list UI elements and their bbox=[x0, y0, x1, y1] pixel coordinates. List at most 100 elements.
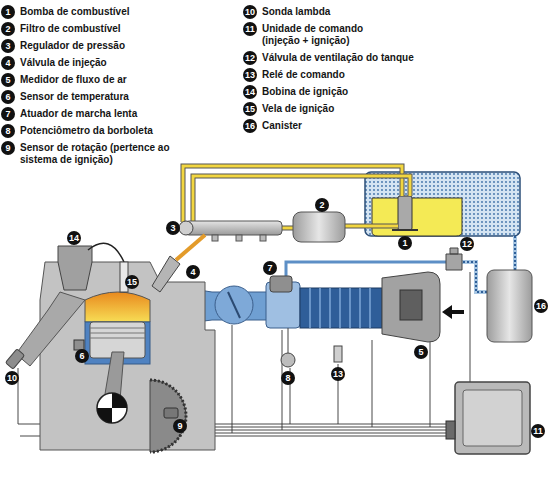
part-name: Bobina de ignição bbox=[262, 86, 348, 98]
callout-number: 5 bbox=[1, 73, 15, 87]
vent-line bbox=[462, 262, 487, 292]
crank-quadrant bbox=[97, 393, 127, 423]
vent-line bbox=[513, 236, 517, 272]
callout-number: 2 bbox=[1, 22, 15, 36]
rail-stub bbox=[260, 235, 266, 241]
callout-number: 4 bbox=[1, 56, 15, 70]
tank-vent-valve bbox=[446, 248, 462, 270]
part-name: Sonda lambda bbox=[262, 6, 330, 18]
callout-number: 1 bbox=[398, 236, 412, 250]
ignition-lead bbox=[88, 243, 124, 262]
callout-number: 1 bbox=[1, 5, 15, 19]
combustion-chamber bbox=[85, 292, 150, 322]
part-name: Vela de ignição bbox=[262, 103, 334, 115]
wire bbox=[372, 340, 373, 427]
fuel-line-outline bbox=[345, 224, 398, 229]
pressure-regulator bbox=[179, 221, 193, 235]
pot-link bbox=[288, 328, 289, 353]
callout-number: 2 bbox=[315, 198, 329, 212]
callout-number: 16 bbox=[534, 299, 548, 313]
callout-number: 4 bbox=[186, 265, 200, 279]
idle-actuator bbox=[270, 276, 292, 292]
intake-bellows bbox=[300, 288, 382, 328]
fuel-filter bbox=[293, 212, 345, 242]
wire bbox=[430, 340, 431, 427]
vent-line bbox=[514, 236, 516, 272]
flywheel-teeth bbox=[150, 380, 186, 452]
callout-number: 7 bbox=[263, 261, 277, 275]
callout-number: 9 bbox=[1, 141, 15, 155]
callout-number: 8 bbox=[281, 371, 295, 385]
callout-number: 15 bbox=[243, 102, 257, 116]
rail-stub bbox=[236, 235, 242, 241]
throttle-plate bbox=[228, 292, 240, 318]
callout-number: 14 bbox=[243, 85, 257, 99]
ecu-connector bbox=[446, 421, 455, 439]
wire bbox=[232, 325, 233, 433]
callout-number: 14 bbox=[67, 231, 81, 245]
flywheel bbox=[150, 380, 186, 452]
fuel-line-outline bbox=[282, 226, 293, 231]
rail-body bbox=[185, 221, 282, 235]
callout-number: 12 bbox=[460, 237, 474, 251]
callout-number: 7 bbox=[1, 107, 15, 121]
callout-number: 13 bbox=[331, 367, 345, 381]
callout-number: 11 bbox=[243, 22, 257, 36]
fuel-pump bbox=[398, 196, 412, 230]
canister bbox=[487, 270, 532, 342]
part-name: Atuador de marcha lenta bbox=[20, 108, 137, 120]
callout-number: 13 bbox=[243, 68, 257, 82]
control-relay bbox=[334, 346, 342, 362]
callout-number: 15 bbox=[125, 275, 139, 289]
callout-number: 11 bbox=[531, 424, 545, 438]
injector-feed bbox=[176, 235, 205, 260]
crank-sensor bbox=[164, 408, 178, 418]
callout-number: 8 bbox=[1, 124, 15, 138]
callout-number: 10 bbox=[5, 371, 19, 385]
lambda-sensor bbox=[5, 349, 24, 369]
pump-strainer bbox=[392, 229, 418, 231]
piston-rings bbox=[90, 328, 145, 338]
callout-number: 16 bbox=[243, 119, 257, 133]
callout-number: 3 bbox=[166, 221, 180, 235]
part-name: Regulador de pressão bbox=[20, 40, 125, 52]
fuel-line bbox=[345, 225, 398, 228]
throttle-potentiometer bbox=[281, 353, 295, 367]
callout-number: 3 bbox=[1, 39, 15, 53]
engine bbox=[5, 235, 215, 452]
ignition-coil bbox=[58, 246, 92, 290]
part-name: Potenciômetro da borboleta bbox=[20, 125, 153, 137]
part-name: Filtro de combustível bbox=[20, 23, 121, 35]
ecu-body bbox=[455, 382, 530, 454]
wire bbox=[470, 272, 471, 382]
sensor-flap bbox=[400, 290, 422, 320]
callout-number: 6 bbox=[75, 349, 89, 363]
fuel-line bbox=[282, 227, 293, 230]
part-name: Medidor de fluxo de ar bbox=[20, 74, 127, 86]
fuel-level bbox=[372, 198, 462, 236]
part-name: Sensor de temperatura bbox=[20, 91, 129, 103]
rail-stub bbox=[212, 235, 218, 241]
callout-number: 6 bbox=[1, 90, 15, 104]
bellows-ridges bbox=[310, 288, 370, 328]
air-flow-meter bbox=[382, 272, 440, 342]
callout-number: 12 bbox=[243, 51, 257, 65]
callout-number: 5 bbox=[414, 345, 428, 359]
part-name: Bomba de combustível bbox=[20, 6, 129, 18]
vent-line bbox=[462, 262, 487, 292]
callout-number: 10 bbox=[243, 5, 257, 19]
callout-number: 9 bbox=[173, 419, 187, 433]
ecu-panel bbox=[463, 390, 522, 446]
part-name: Unidade de comando (injeção + ignição) bbox=[262, 23, 380, 47]
throttle-body bbox=[215, 286, 253, 324]
injector bbox=[152, 256, 180, 292]
crankshaft bbox=[97, 393, 127, 423]
part-name: Válvula de ventilação do tanque bbox=[262, 52, 414, 64]
part-name: Relé de comando bbox=[262, 69, 345, 81]
part-name: Sensor de rotação (pertence ao sistema d… bbox=[20, 142, 195, 166]
control-unit bbox=[446, 382, 530, 454]
part-name: Válvula de injeção bbox=[20, 57, 107, 69]
part-name: Canister bbox=[262, 120, 302, 132]
